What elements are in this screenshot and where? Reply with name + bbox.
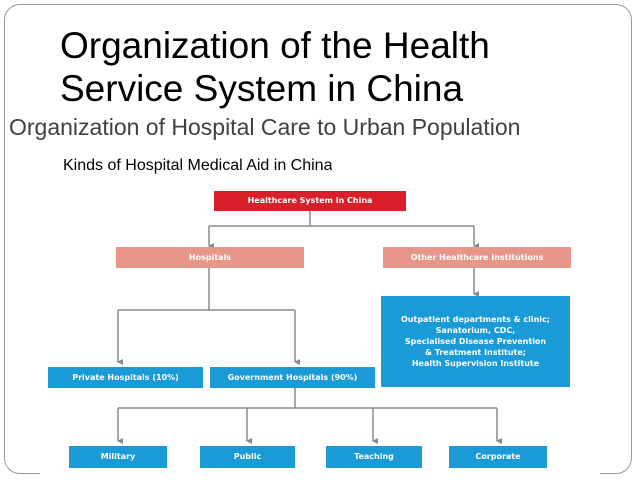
node-hospitals: Hospitals [116,247,304,268]
slide-title-line-1: Organization of the Health [60,25,490,66]
node-public: Public [200,446,295,468]
node-other-institutions-label: Other Healthcare Institutions [410,252,544,262]
node-other-institutions-detail: Outpatient departments & clinic; Sanator… [381,296,570,387]
node-public-label: Public [233,452,262,461]
node-private-hospitals-label: Private Hospitals (10%) [72,372,179,382]
node-military: Military [69,446,167,468]
node-hospitals-label: Hospitals [188,252,232,262]
node-government-hospitals-label: Government Hospitals (90%) [227,372,358,382]
node-military-label: Military [100,452,136,461]
detail-line-1: Outpatient departments & clinic; [401,315,550,324]
slide-title-line-2: Service System in China [60,68,464,109]
slide-title: Organization of the Health Service Syste… [60,24,620,110]
detail-line-5: Health Supervision Institute [411,359,540,368]
node-healthcare-system: Healthcare System in China [214,191,406,211]
node-corporate-label: Corporate [475,452,521,461]
node-corporate: Corporate [449,446,547,468]
slide-subsubtitle: Kinds of Hospital Medical Aid in China [63,157,333,174]
detail-line-3: Specialised Disease Prevention [404,337,547,346]
node-teaching-label: Teaching [354,452,394,461]
node-healthcare-system-label: Healthcare System in China [247,196,373,205]
node-private-hospitals: Private Hospitals (10%) [48,367,203,388]
node-government-hospitals: Government Hospitals (90%) [210,367,375,388]
detail-line-4: & Treatment Institute; [425,348,526,357]
node-teaching: Teaching [326,446,422,468]
node-other-institutions: Other Healthcare Institutions [383,247,571,268]
slide-subtitle: Organization of Hospital Care to Urban P… [9,114,521,140]
detail-line-2: Sanatorium, CDC, [435,326,516,335]
